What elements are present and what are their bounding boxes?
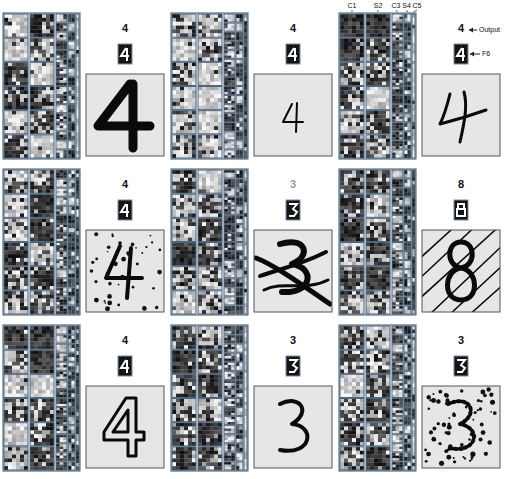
figure: 44C1S2C3S4C54OutputF6438433	[0, 0, 506, 479]
